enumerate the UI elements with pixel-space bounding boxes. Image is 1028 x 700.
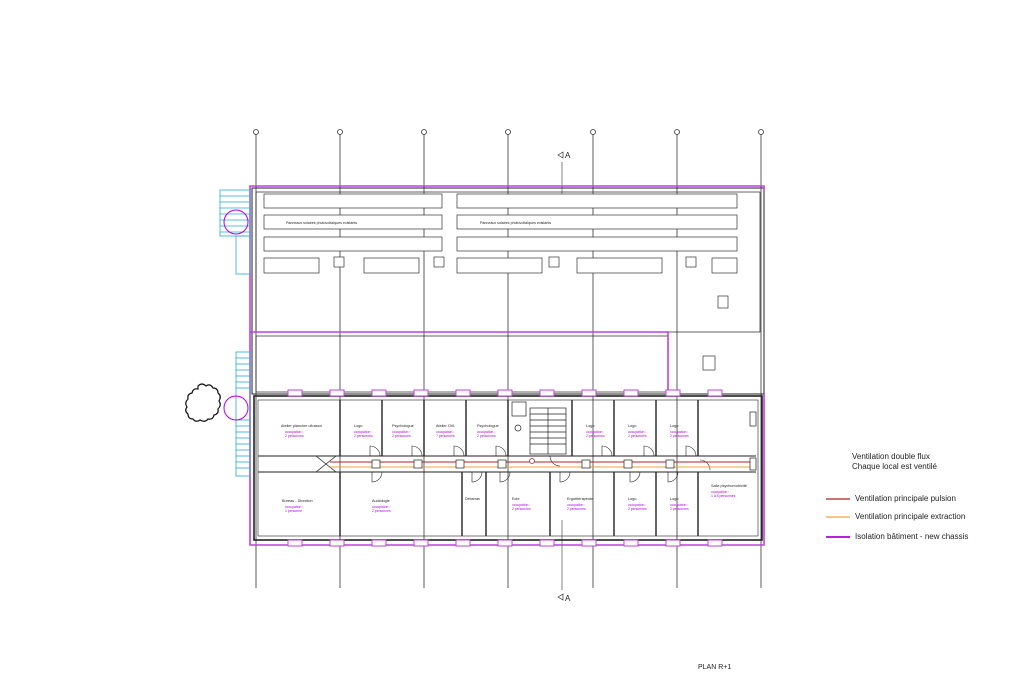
grid-axes (253, 129, 764, 588)
room-occupancy: occupation : (670, 503, 688, 507)
tree-icon (185, 383, 221, 422)
corridor-double-door (312, 455, 337, 473)
room-name: Logo (628, 497, 636, 501)
room-name: Logo (670, 424, 678, 428)
duct-grilles (371, 411, 757, 471)
room-occupancy: 2 personnes (628, 434, 647, 438)
room-occupancy: occupation : (711, 490, 729, 494)
legend-label-insulation: Isolation bâtiment - new chassis (855, 532, 969, 541)
room-occupancy: occupation : (436, 430, 454, 434)
room-occupancy: occupation : (628, 430, 646, 434)
room-occupancy: 2 personnes (628, 507, 647, 511)
room-occupancy: 2 personnes (586, 434, 605, 438)
solar-panels-label-2: Panneaux solaires photovoltaïques exista… (480, 221, 551, 225)
room-occupancy: occupation : (567, 503, 585, 507)
section-label-top: A (565, 151, 571, 160)
room-occupancy: occupation : (628, 503, 646, 507)
ventilation-ducts (330, 461, 756, 468)
room-occupancy: 2 personnes (285, 434, 304, 438)
room-occupancy: 2 personnes (354, 434, 373, 438)
room-name: Psychologue (392, 424, 414, 428)
stairwell (511, 401, 567, 455)
room-occupancy: ? personnes (436, 434, 455, 438)
room-name: Audiologie (372, 499, 390, 503)
room-occupancy: 1 personne (285, 509, 302, 513)
room-labels: Atelier plancher ultrason occupation : 2… (281, 424, 747, 513)
legend-title: Ventilation double flux Chaque local est… (852, 452, 937, 472)
room-name: Ergothérapeute (567, 497, 593, 501)
room-occupancy: occupation : (372, 505, 390, 509)
room-occupancy: occupation : (392, 430, 410, 434)
legend-label-supply: Ventilation principale pulsion (855, 494, 956, 503)
room-name: Logo (354, 424, 362, 428)
room-occupancy: 1 à 8 personnes (711, 494, 736, 498)
room-occupancy: 2 personnes (670, 507, 689, 511)
room-occupancy: occupation : (285, 505, 303, 509)
room-name: Débarras (465, 497, 480, 501)
stair-circles (223, 209, 249, 421)
room-name: Atelier OVL (436, 424, 455, 428)
section-mark-bottom: A (557, 520, 571, 603)
room-occupancy: 2 personnes (567, 507, 586, 511)
windows (287, 389, 723, 547)
room-name: Ecte (512, 497, 520, 501)
room-occupancy: occupation : (512, 503, 530, 507)
room-name: Logo (628, 424, 636, 428)
plan-title: PLAN R+1 (698, 664, 732, 671)
room-occupancy: 2 personnes (477, 434, 496, 438)
room-occupancy: occupation : (354, 430, 372, 434)
room-name: Atelier plancher ultrason (281, 424, 322, 428)
room-name: Logo (586, 424, 594, 428)
door-swings (369, 445, 711, 483)
room-occupancy: 2 personnes (670, 434, 689, 438)
section-label-bottom: A (565, 594, 571, 603)
room-occupancy: 2 personnes (512, 507, 531, 511)
legend-label-extract: Ventilation principale extraction (855, 512, 966, 521)
room-occupancy: occupation : (477, 430, 495, 434)
legend-title-line2: Chaque local est ventilé (852, 462, 937, 471)
solar-panels-label-1: Panneaux solaires photovoltaïques exista… (286, 221, 357, 225)
room-occupancy: 2 personnes (392, 434, 411, 438)
room-occupancy: occupation : (670, 430, 688, 434)
room-name: Salle psychomotricité (711, 484, 747, 488)
solar-panels (263, 193, 738, 371)
room-occupancy: 2 personnes (372, 509, 391, 513)
room-occupancy: occupation : (285, 430, 303, 434)
room-name: Psychologue (477, 424, 499, 428)
room-name: Logo (670, 497, 678, 501)
exterior-stairs (219, 189, 251, 477)
legend-swatches (826, 498, 850, 538)
room-name: Bureau - Direction (282, 499, 313, 503)
room-partitions (339, 400, 699, 536)
room-occupancy: occupation : (586, 430, 604, 434)
legend-title-line1: Ventilation double flux (852, 452, 930, 461)
